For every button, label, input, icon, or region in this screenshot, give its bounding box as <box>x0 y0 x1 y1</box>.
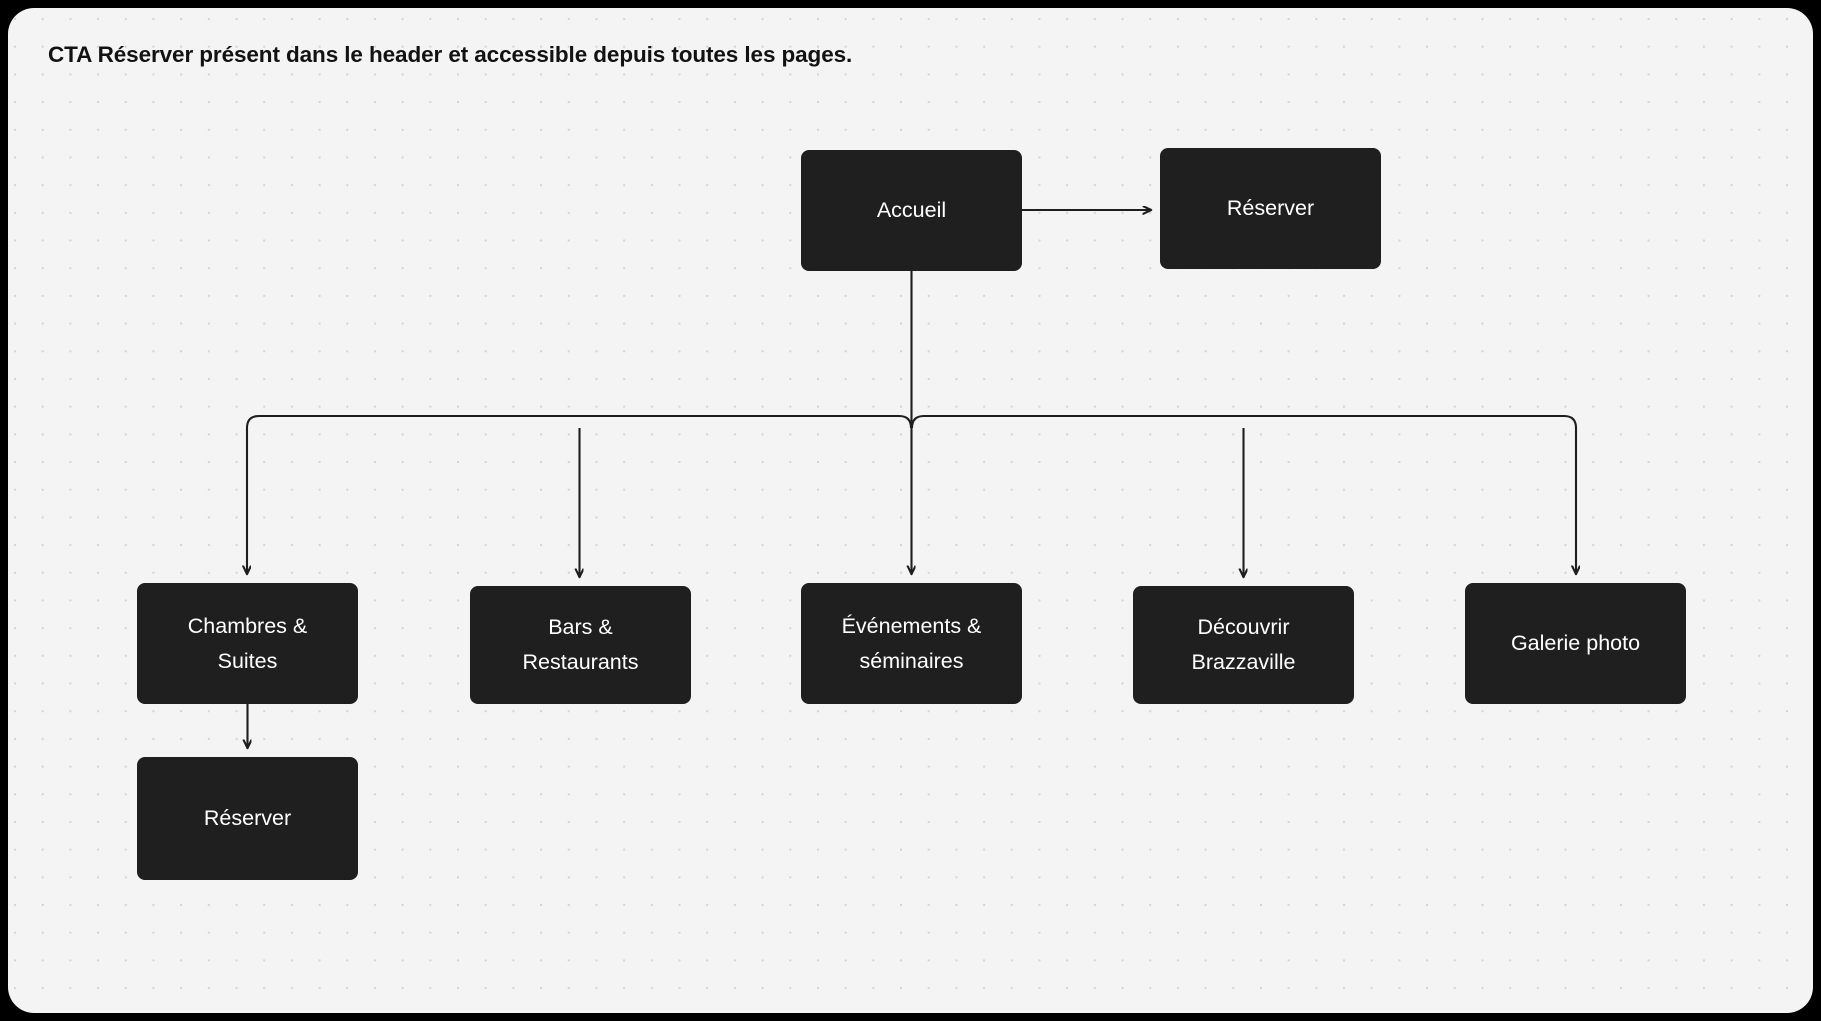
node-chambres-suites[interactable]: Chambres & Suites <box>137 583 358 704</box>
page-title: CTA Réserver présent dans le header et a… <box>48 42 853 67</box>
node-chambres-suites-label: Chambres & Suites <box>187 613 308 673</box>
edge-trunk-right <box>910 414 1578 429</box>
node-bars-restaurants-label: Bars & Restaurants <box>522 615 639 674</box>
node-evenements-seminaires-label: Événements & séminaires <box>841 613 982 673</box>
node-decouvrir-brazzaville-label: Découvrir Brazzaville <box>1191 615 1296 674</box>
node-galerie-photo[interactable]: Galerie photo <box>1465 583 1686 704</box>
node-reserver-top[interactable]: Réserver <box>1160 148 1381 269</box>
edge-trunk-left <box>245 414 913 429</box>
node-galerie-photo-label: Galerie photo <box>1510 631 1641 655</box>
node-reserver-bottom[interactable]: Réserver <box>137 757 358 880</box>
node-reserver-bottom-label: Réserver <box>203 806 292 830</box>
node-reserver-top-label: Réserver <box>1226 196 1315 220</box>
node-accueil[interactable]: Accueil <box>801 150 1022 271</box>
node-evenements-seminaires[interactable]: Événements & séminaires <box>801 583 1022 704</box>
node-accueil-label: Accueil <box>876 198 947 222</box>
node-bars-restaurants[interactable]: Bars & Restaurants <box>470 586 691 704</box>
node-decouvrir-brazzaville[interactable]: Découvrir Brazzaville <box>1133 586 1354 704</box>
diagram-canvas: CTA Réserver présent dans le header et a… <box>8 8 1813 1013</box>
